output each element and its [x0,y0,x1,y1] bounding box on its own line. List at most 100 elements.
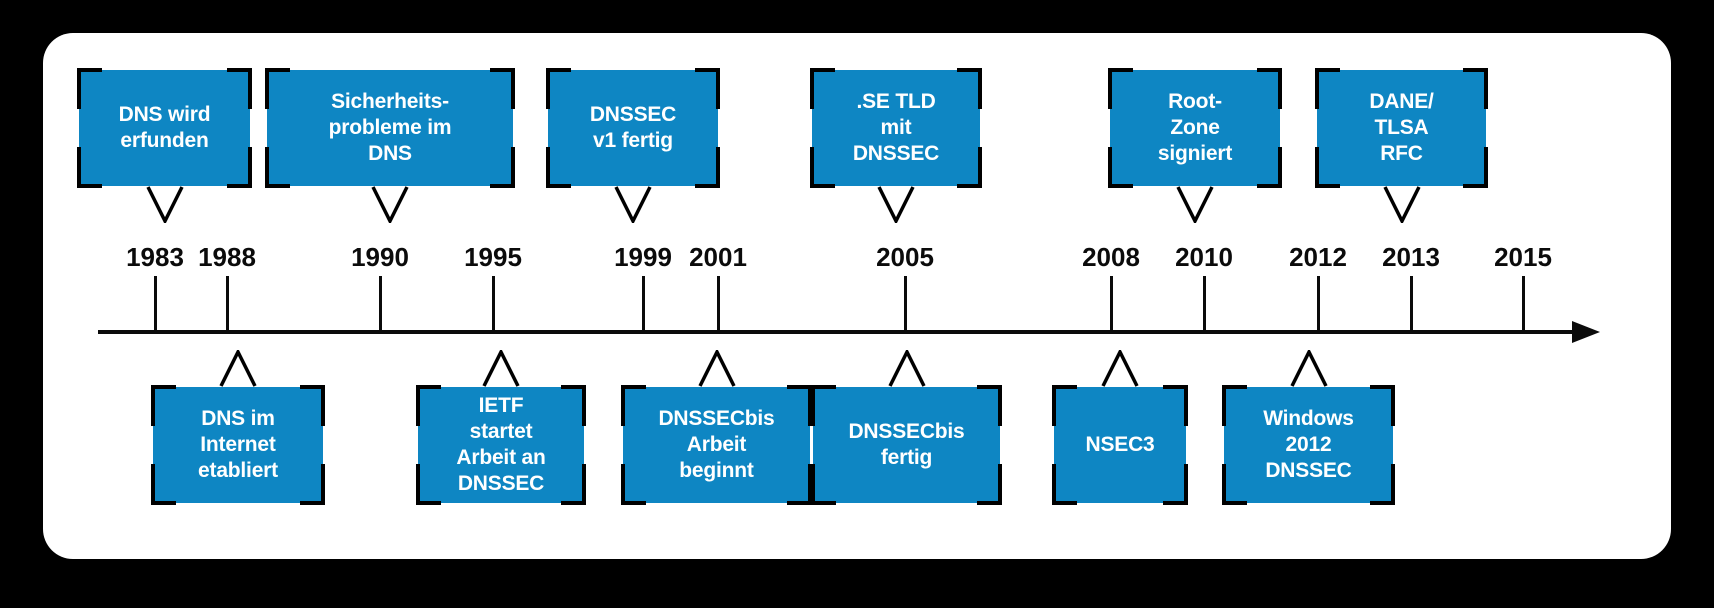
corner-mark-br [695,147,720,188]
event-pointer-root-zone-signiert [1175,186,1215,223]
corner-mark-tr [1370,385,1395,426]
corner-mark-tr [695,68,720,109]
corner-mark-tl [151,385,176,426]
corner-mark-tr [300,385,325,426]
timeline-axis [98,330,1576,334]
event-pointer-nsec3 [1100,350,1140,387]
corner-mark-br [300,464,325,505]
corner-mark-tl [265,68,290,109]
corner-mark-bl [151,464,176,505]
event-box-dane-tlsa-rfc: DANE/ TLSA RFC [1315,68,1488,188]
corner-mark-br [1370,464,1395,505]
event-label-root-zone-signiert: Root- Zone signiert [1157,90,1233,165]
corner-mark-tl [621,385,646,426]
year-tick-2013 [1410,276,1413,332]
event-box-dns-wird-erfunden: DNS wird erfunden [77,68,252,188]
corner-mark-tl [1052,385,1077,426]
corner-mark-tl [1315,68,1340,109]
event-box-dnssec-v1-fertig: DNSSEC v1 fertig [546,68,720,188]
year-tick-1988 [226,276,229,332]
year-tick-1990 [379,276,382,332]
event-box-se-tld-mit-dnssec: .SE TLD mit DNSSEC [810,68,982,188]
event-label-dnssecbis-fertig: DNSSECbis fertig [848,420,965,469]
event-box-sicherheitsprobleme: Sicherheits- probleme im DNS [265,68,515,188]
year-label-1983: 1983 [126,242,184,272]
corner-mark-br [977,464,1002,505]
year-tick-2012 [1317,276,1320,332]
year-label-1999: 1999 [614,242,672,272]
year-label-1988: 1988 [198,242,256,272]
event-box-windows-2012-dnssec: Windows 2012 DNSSEC [1222,385,1395,505]
corner-mark-bl [1222,464,1247,505]
event-box-dnssecbis-beginnt: DNSSECbis Arbeit beginnt [621,385,812,505]
event-label-dnssecbis-beginnt: DNSSECbis Arbeit beginnt [658,407,775,482]
year-label-2001: 2001 [689,242,747,272]
corner-mark-br [227,147,252,188]
corner-mark-br [561,464,586,505]
year-label-2015: 2015 [1494,242,1552,272]
event-box-nsec3: NSEC3 [1052,385,1188,505]
corner-mark-br [490,147,515,188]
year-label-2005: 2005 [876,242,934,272]
year-tick-2005 [904,276,907,332]
corner-mark-bl [77,147,102,188]
event-pointer-dns-im-internet [218,350,258,387]
year-tick-2015 [1522,276,1525,332]
event-pointer-dane-tlsa-rfc [1382,186,1422,223]
corner-mark-bl [811,464,836,505]
event-pointer-ietf-startet-arbeit [481,350,521,387]
corner-mark-tr [787,385,812,426]
corner-mark-bl [1315,147,1340,188]
event-pointer-se-tld-mit-dnssec [876,186,916,223]
corner-mark-br [957,147,982,188]
corner-mark-tl [546,68,571,109]
corner-mark-bl [546,147,571,188]
year-tick-2010 [1203,276,1206,332]
corner-mark-br [1163,464,1188,505]
event-pointer-sicherheitsprobleme [370,186,410,223]
event-label-dns-im-internet: DNS im Internet etabliert [198,407,278,482]
event-pointer-dnssec-v1-fertig [613,186,653,223]
corner-mark-tr [957,68,982,109]
corner-mark-bl [1052,464,1077,505]
event-label-windows-2012-dnssec: Windows 2012 DNSSEC [1263,407,1354,482]
event-pointer-dnssecbis-fertig [887,350,927,387]
event-box-dnssecbis-fertig: DNSSECbis fertig [811,385,1002,505]
event-label-dane-tlsa-rfc: DANE/ TLSA RFC [1369,90,1434,165]
year-label-2010: 2010 [1175,242,1233,272]
corner-mark-tr [1257,68,1282,109]
year-label-2012: 2012 [1289,242,1347,272]
year-tick-1983 [154,276,157,332]
corner-mark-tl [811,385,836,426]
event-label-dnssec-v1-fertig: DNSSEC v1 fertig [589,103,677,152]
corner-mark-tl [1108,68,1133,109]
event-pointer-windows-2012-dnssec [1289,350,1329,387]
event-label-ietf-startet-arbeit: IETF startet Arbeit an DNSSEC [456,394,546,495]
corner-mark-bl [265,147,290,188]
event-label-se-tld-mit-dnssec: .SE TLD mit DNSSEC [852,90,940,165]
corner-mark-bl [810,147,835,188]
year-tick-2001 [717,276,720,332]
corner-mark-br [787,464,812,505]
corner-mark-tr [977,385,1002,426]
year-label-1990: 1990 [351,242,409,272]
corner-mark-tl [416,385,441,426]
event-pointer-dns-wird-erfunden [145,186,185,223]
event-label-dns-wird-erfunden: DNS wird erfunden [118,103,211,152]
year-tick-2008 [1110,276,1113,332]
year-label-2013: 2013 [1382,242,1440,272]
corner-mark-tr [561,385,586,426]
event-box-root-zone-signiert: Root- Zone signiert [1108,68,1282,188]
corner-mark-bl [416,464,441,505]
year-label-2008: 2008 [1082,242,1140,272]
corner-mark-bl [621,464,646,505]
event-label-nsec3: NSEC3 [1085,433,1155,456]
year-tick-1995 [492,276,495,332]
corner-mark-tr [227,68,252,109]
corner-mark-tl [1222,385,1247,426]
event-pointer-dnssecbis-beginnt [697,350,737,387]
event-box-dns-im-internet: DNS im Internet etabliert [151,385,325,505]
corner-mark-br [1257,147,1282,188]
corner-mark-tr [1463,68,1488,109]
